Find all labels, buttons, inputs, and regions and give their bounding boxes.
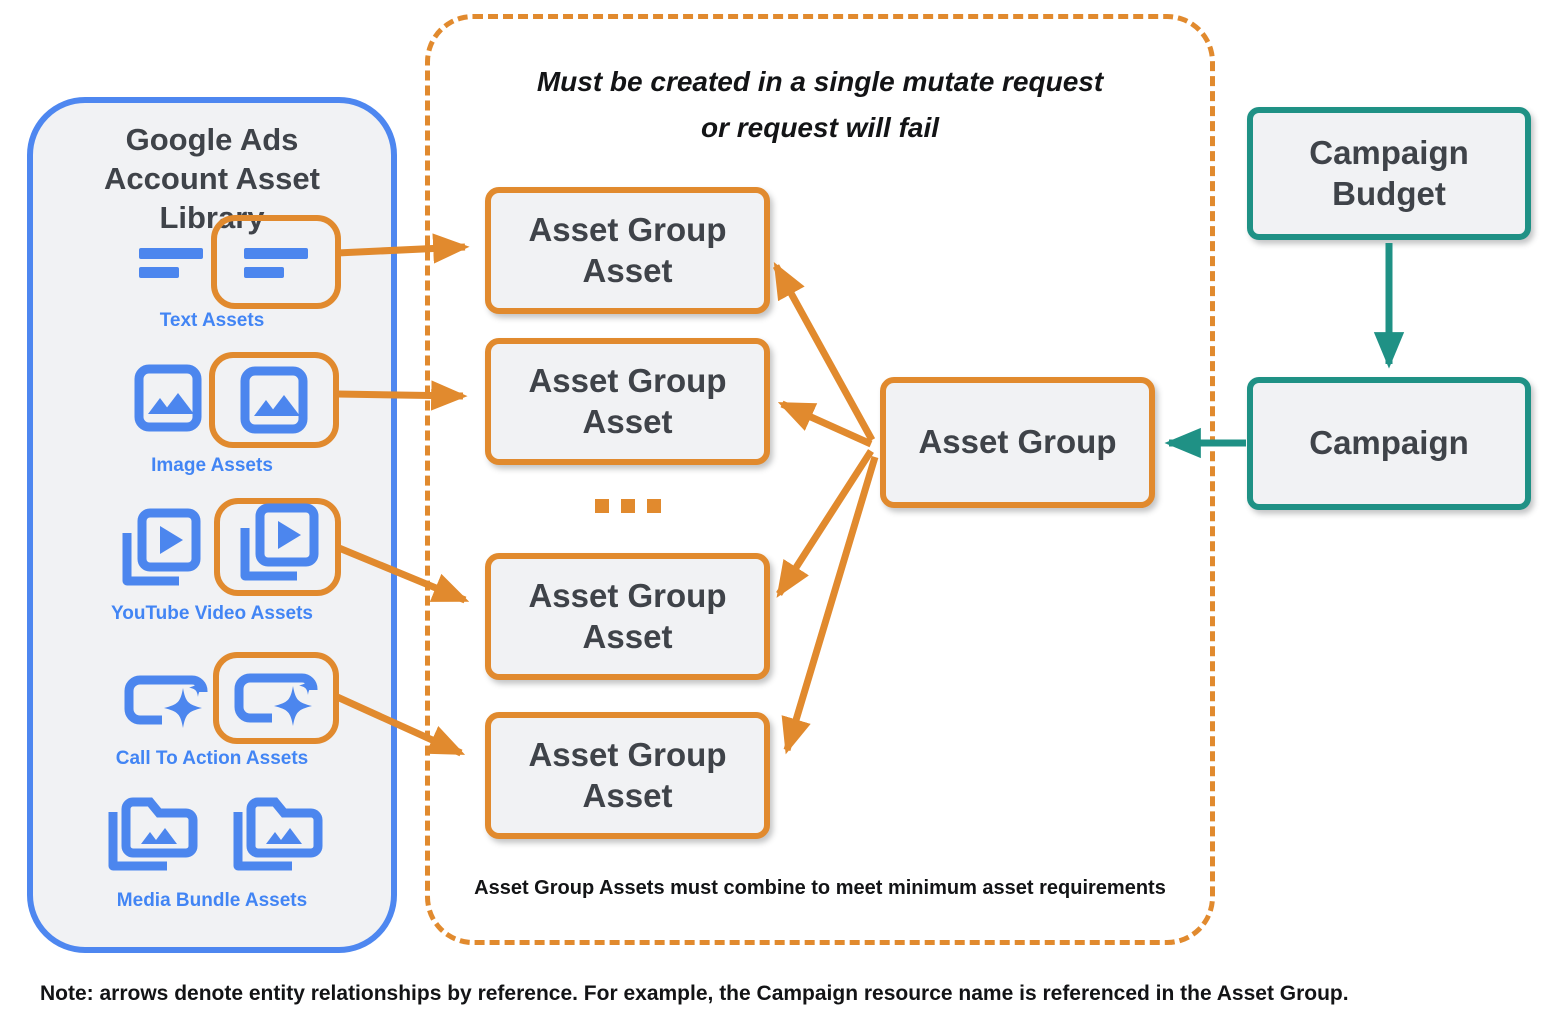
media-bundle-folder-icon <box>105 790 201 874</box>
text-lines-icon <box>244 248 308 278</box>
text-assets-highlight-box <box>211 215 341 309</box>
ellipsis-more-assets <box>485 499 770 513</box>
mutate-request-title-line1: Must be created in a single mutate reque… <box>536 66 1104 97</box>
asset-library-panel: Google Ads Account Asset Library Text As… <box>27 97 397 953</box>
media-bundle-assets-label: Media Bundle Assets <box>116 890 308 911</box>
image-assets-highlight-box <box>209 352 339 448</box>
asset-library-title: Google Ads Account Asset Library <box>104 122 320 235</box>
campaign-budget-label: Campaign Budget <box>1309 134 1469 212</box>
minimum-asset-requirements-caption: Asset Group Assets must combine to meet … <box>474 877 1166 899</box>
call-to-action-sparkle-icon <box>234 673 318 730</box>
asset-group-asset-label: Asset Group Asset <box>528 577 727 655</box>
youtube-video-icon <box>119 508 201 596</box>
asset-group-asset-label: Asset Group Asset <box>528 736 727 814</box>
campaign-label: Campaign <box>1309 424 1469 462</box>
image-icon <box>134 364 202 432</box>
image-icon <box>240 366 308 434</box>
youtube-assets-highlight-box <box>214 498 341 596</box>
asset-group-asset-box-4: Asset Group Asset <box>485 712 770 839</box>
asset-group-asset-label: Asset Group Asset <box>528 211 727 289</box>
mutate-request-title: Must be created in a single mutate reque… <box>430 59 1210 151</box>
footnote: Note: arrows denote entity relationships… <box>40 982 1349 1005</box>
campaign-box: Campaign <box>1247 377 1531 510</box>
mutate-request-title-line2: or request will fail <box>700 111 940 143</box>
asset-group-asset-box-2: Asset Group Asset <box>485 338 770 465</box>
asset-group-label: Asset Group <box>918 423 1117 461</box>
text-lines-icon <box>139 242 203 282</box>
youtube-assets-label: YouTube Video Assets <box>110 603 313 624</box>
text-assets-label: Text Assets <box>159 310 265 331</box>
asset-group-asset-label: Asset Group Asset <box>528 362 727 440</box>
media-bundle-folder-icon <box>230 790 326 874</box>
campaign-budget-box: Campaign Budget <box>1247 107 1531 240</box>
asset-group-asset-box-3: Asset Group Asset <box>485 553 770 680</box>
call-to-action-highlight-box <box>213 652 339 744</box>
asset-group-asset-box-1: Asset Group Asset <box>485 187 770 314</box>
asset-group-box: Asset Group <box>880 377 1155 508</box>
youtube-video-icon <box>240 503 318 581</box>
image-assets-label: Image Assets <box>151 455 273 476</box>
call-to-action-sparkle-icon <box>124 668 208 732</box>
call-to-action-assets-label: Call To Action Assets <box>115 748 309 769</box>
